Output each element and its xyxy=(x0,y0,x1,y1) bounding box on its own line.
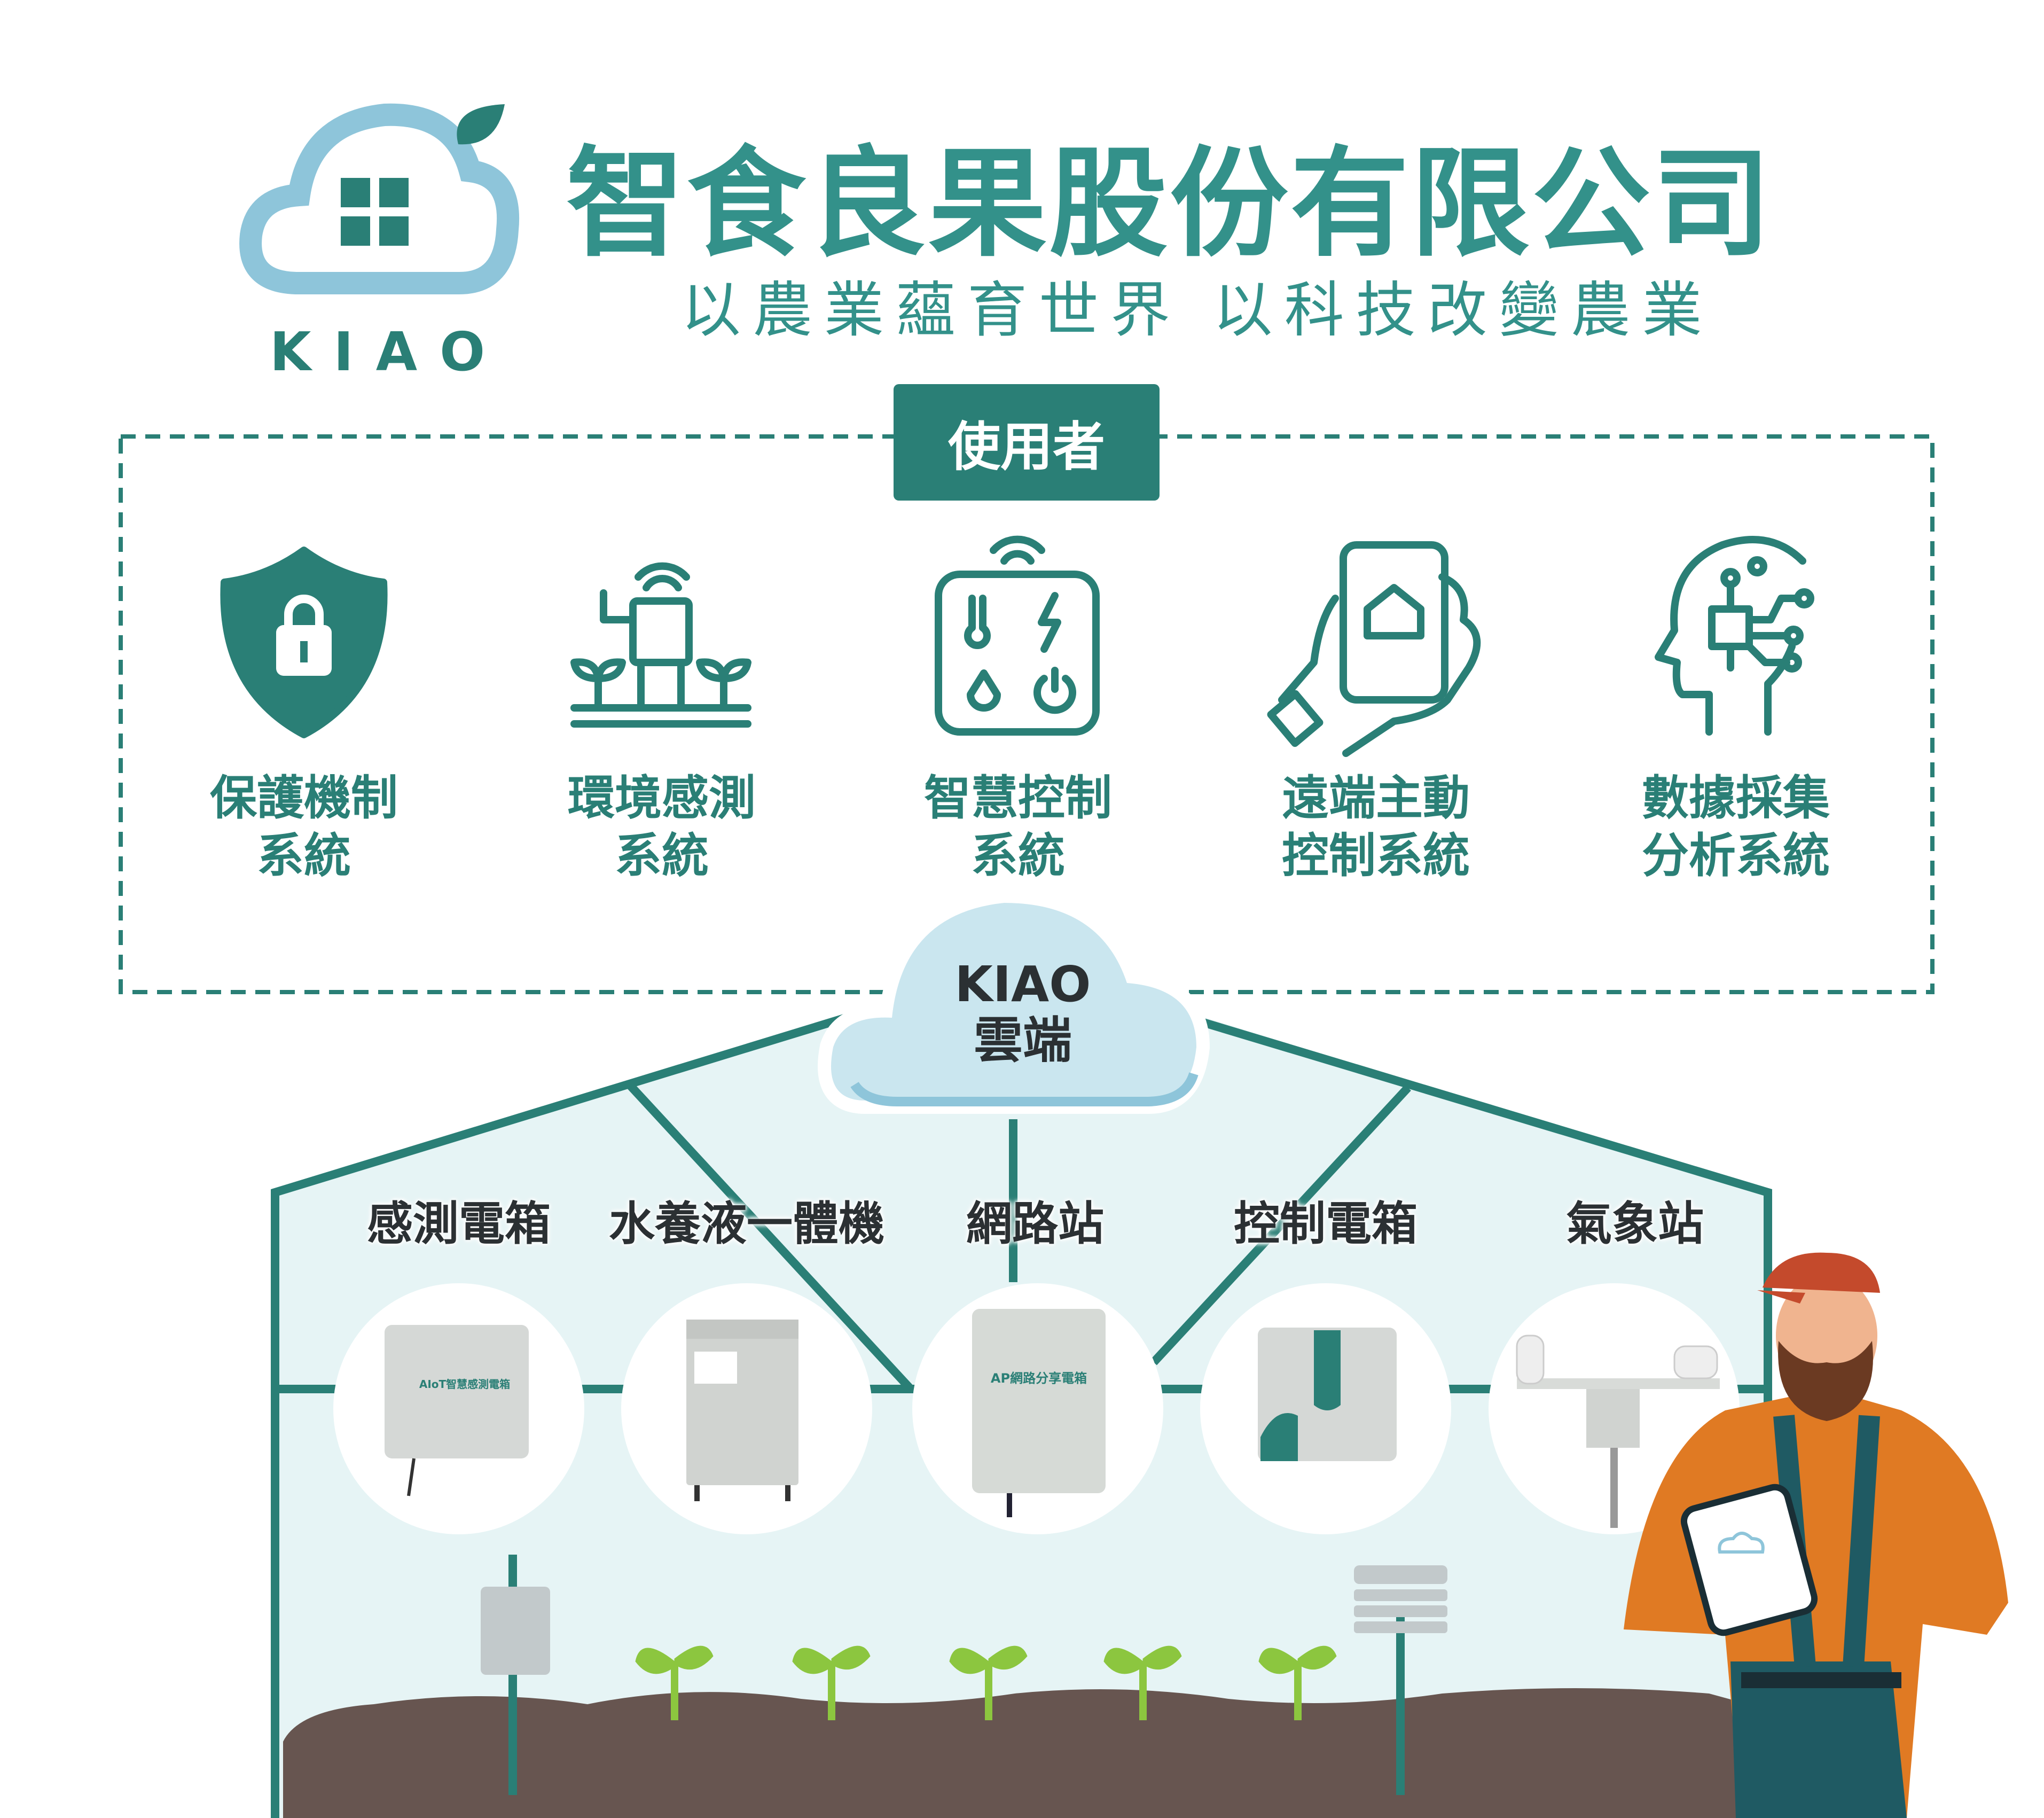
cloud-label-line1: KIAO xyxy=(954,956,1091,1013)
ap-box-panel-text: AP網路分享電箱 xyxy=(990,1371,1087,1386)
kiao-logo-icon xyxy=(239,103,520,294)
sensor-box-image xyxy=(385,1325,529,1496)
feature-label-line1: 保護機制 xyxy=(209,770,398,825)
feature-label-line2: 分析系統 xyxy=(1641,828,1830,883)
slogan: 以農業蘊育世界 以科技改變農業 xyxy=(681,276,1714,345)
feature-label-line2: 系統 xyxy=(256,828,351,883)
sprout-icon xyxy=(1258,1645,1337,1720)
feature-label-line2: 系統 xyxy=(970,828,1065,883)
feature-label-line2: 控制系統 xyxy=(1281,828,1470,883)
feature-label-line1: 數據採集 xyxy=(1641,770,1830,825)
kiao-cloud-icon xyxy=(818,889,1210,1114)
feature-protection: 保護機制系統 xyxy=(170,769,437,885)
device-label-weather-station: 氣象站 xyxy=(1566,1197,1704,1251)
users-badge: 使用者 xyxy=(894,384,1160,501)
feature-smart-control: 智慧控制系統 xyxy=(884,769,1152,885)
feature-label-line1: 智慧控制 xyxy=(923,770,1112,825)
sprout-icon xyxy=(949,1645,1028,1720)
shield-lock-icon xyxy=(220,547,388,738)
feature-data-analysis: 數據採集分析系統 xyxy=(1602,769,1869,885)
feature-environment: 環境感測系統 xyxy=(528,769,795,885)
control-box-image xyxy=(1258,1328,1397,1461)
device-label-network-station: 網路站 xyxy=(966,1197,1104,1251)
sprout-icon xyxy=(1103,1645,1182,1720)
weather-station-image xyxy=(1516,1335,1720,1528)
environment-sensor-icon xyxy=(570,562,751,728)
greenhouse xyxy=(271,1011,1772,1818)
ap-network-box-image xyxy=(972,1309,1106,1517)
device-label-sensor-box: 感測電箱 xyxy=(367,1197,551,1251)
company-name: 智食良果股份有限公司 xyxy=(566,135,1773,273)
sprout-icon xyxy=(792,1645,871,1720)
sprout-icon xyxy=(635,1645,714,1720)
cloud-label-line2: 雲端 xyxy=(973,1012,1072,1069)
sensor-box-panel-text: AIoT智慧感測電箱 xyxy=(419,1378,511,1391)
feature-label-line2: 系統 xyxy=(614,828,709,883)
smart-control-panel-icon xyxy=(935,535,1100,736)
feature-label-line1: 環境感測 xyxy=(567,770,756,825)
logo-text: KIAO xyxy=(270,321,508,383)
feature-remote-control: 遠端主動控制系統 xyxy=(1242,769,1509,885)
feature-label-line1: 遠端主動 xyxy=(1281,770,1470,825)
phone-remote-home-icon xyxy=(1267,541,1481,757)
nutrient-machine-image xyxy=(686,1320,798,1501)
device-label-nutrient-machine: 水養液一體機 xyxy=(609,1197,884,1251)
farmer-illustration xyxy=(1624,1252,2008,1818)
device-label-control-box: 控制電箱 xyxy=(1234,1197,1418,1251)
ai-head-circuit-icon xyxy=(1655,536,1814,736)
